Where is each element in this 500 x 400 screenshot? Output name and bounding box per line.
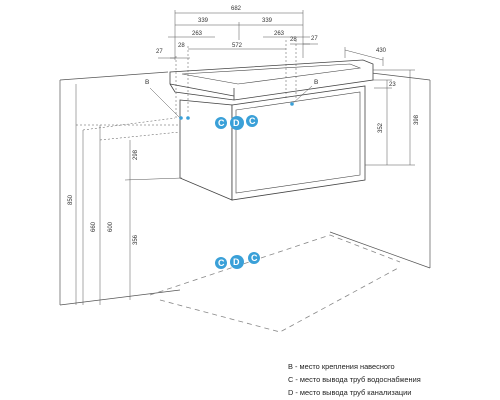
dim-height-600: 600 bbox=[108, 221, 114, 232]
b-label-right: B bbox=[314, 79, 318, 86]
dim-total-width: 682 bbox=[231, 6, 242, 12]
dim-left-half: 339 bbox=[198, 18, 209, 24]
legend-item-c: C - место вывода труб водоснабжения bbox=[288, 375, 421, 384]
b-label-left: B bbox=[145, 79, 149, 86]
top-dimensions bbox=[158, 10, 318, 118]
washbasin bbox=[169, 59, 374, 101]
legend-item-d: D - место вывода труб канализации bbox=[288, 388, 412, 397]
dim-center-572: 572 bbox=[232, 43, 243, 49]
dim-height-356: 356 bbox=[133, 234, 139, 245]
dim-height-850: 850 bbox=[68, 194, 74, 205]
dim-height-352: 352 bbox=[378, 122, 384, 133]
dim-offset-23: 23 bbox=[389, 82, 396, 88]
wall-c2-label: C bbox=[249, 116, 256, 126]
dim-height-298: 298 bbox=[133, 149, 139, 160]
floor-c1-label: C bbox=[218, 258, 225, 268]
legend-item-b: B - место крепления навесного bbox=[288, 362, 395, 371]
dim-left-28: 28 bbox=[178, 43, 185, 49]
legend: B - место крепления навесного C - место … bbox=[288, 360, 498, 399]
dim-height-660: 660 bbox=[91, 221, 97, 232]
depth-dimension bbox=[344, 47, 384, 66]
pipe-cluster-wall: C D C bbox=[215, 115, 258, 130]
wall-d-label: D bbox=[233, 118, 240, 128]
dim-depth: 430 bbox=[376, 48, 387, 54]
wall-c1-label: C bbox=[218, 118, 225, 128]
dim-right-263: 263 bbox=[274, 31, 285, 37]
room-outline bbox=[59, 71, 431, 306]
dim-left-27: 27 bbox=[156, 49, 163, 55]
dim-height-398: 398 bbox=[414, 114, 420, 125]
right-dimensions bbox=[365, 69, 415, 166]
pipe-cluster-floor: C D C bbox=[215, 252, 260, 269]
floor-outline bbox=[149, 234, 401, 333]
dim-right-28: 28 bbox=[290, 37, 297, 43]
left-dimensions bbox=[75, 84, 183, 305]
floor-d-label: D bbox=[233, 257, 240, 267]
cabinet-body bbox=[179, 85, 366, 201]
floor-c2-label: C bbox=[251, 253, 258, 263]
dim-right-27: 27 bbox=[311, 36, 318, 42]
dim-left-263: 263 bbox=[192, 31, 203, 37]
b-markers bbox=[149, 85, 313, 120]
dim-right-half: 339 bbox=[262, 18, 273, 24]
